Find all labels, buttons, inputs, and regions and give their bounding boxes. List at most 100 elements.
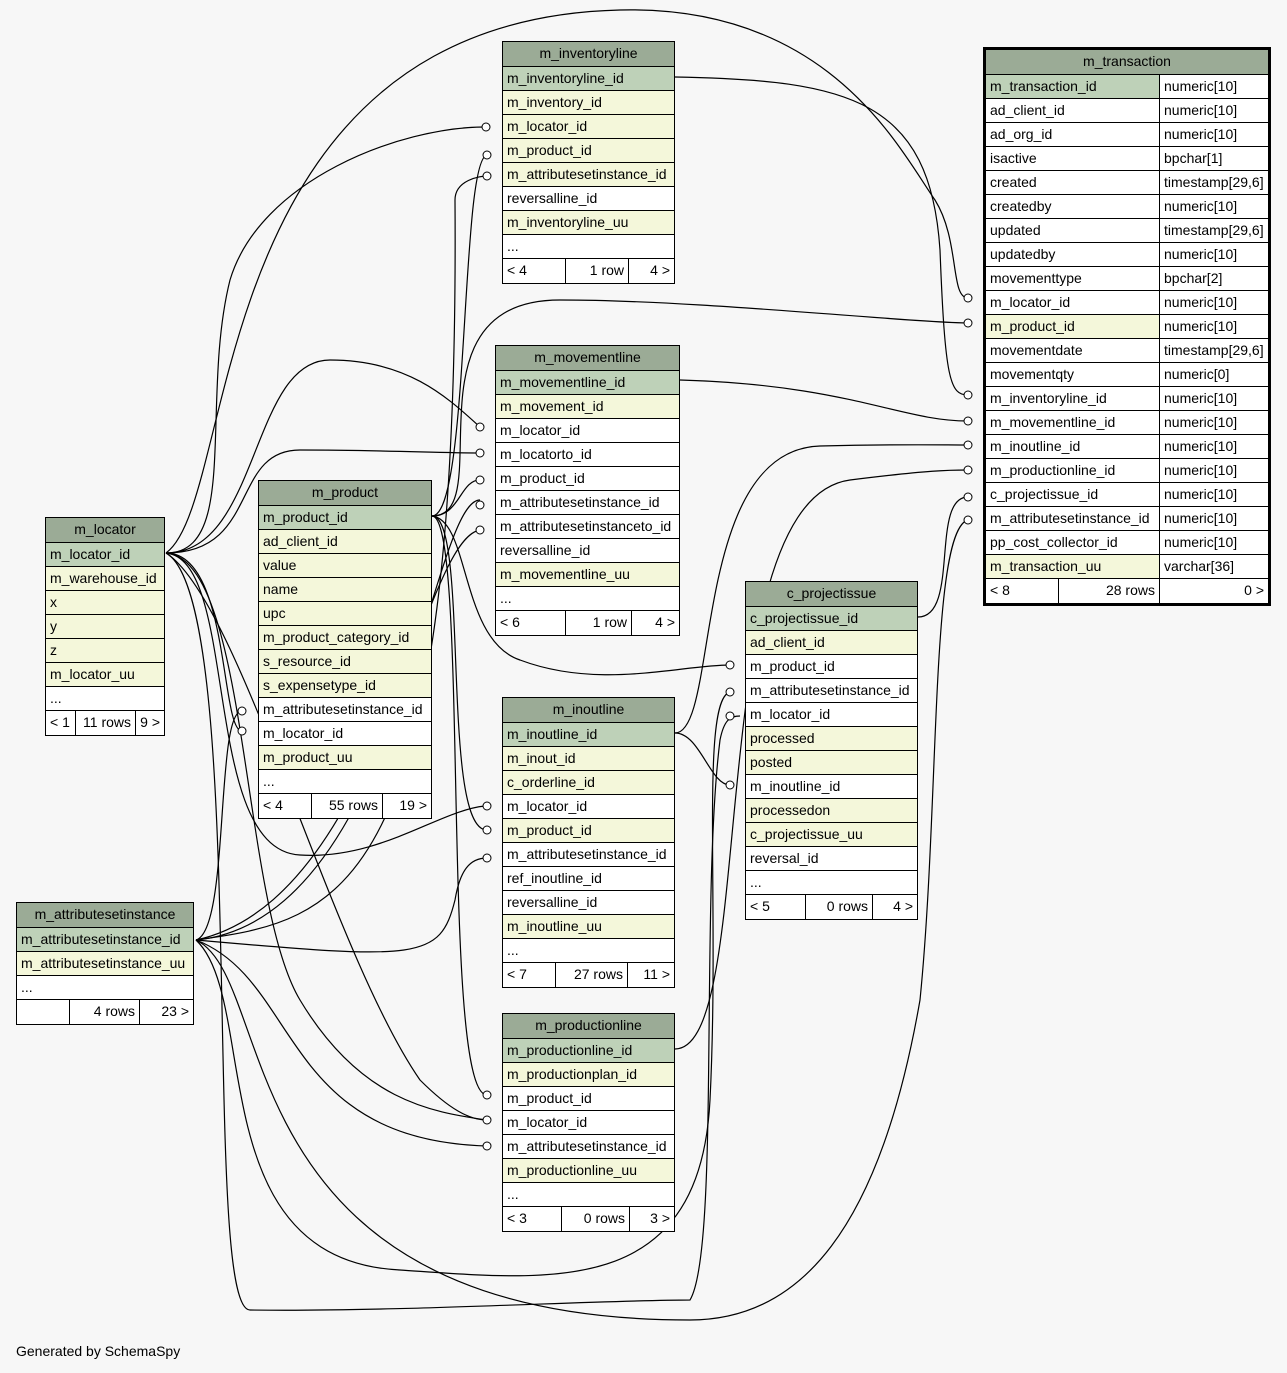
table-column-row[interactable]: m_inoutline_uu [503, 915, 674, 939]
children-link[interactable]: 3 > [629, 1207, 674, 1231]
table-title[interactable]: m_product [259, 481, 431, 506]
table-column-row[interactable]: ... [496, 587, 679, 611]
children-link[interactable]: 4 > [631, 611, 679, 635]
table-column-row[interactable]: m_attributesetinstance_id [503, 163, 674, 187]
table-column-row[interactable]: m_product_uu [259, 746, 431, 770]
table-column-row[interactable]: z [46, 639, 164, 663]
table-column-row[interactable]: m_attributesetinstance_id [259, 698, 431, 722]
table-column-row[interactable]: processedon [746, 799, 917, 823]
table-column-row[interactable]: m_inventory_id [503, 91, 674, 115]
table-column-row[interactable]: m_product_id [503, 819, 674, 843]
children-link[interactable]: 11 > [627, 963, 674, 987]
table-column-row[interactable]: m_inventoryline_id [503, 67, 674, 91]
table-column-row[interactable]: name [259, 578, 431, 602]
table-column-row[interactable]: m_locator_id [746, 703, 917, 727]
table-column-row[interactable]: c_projectissue_id [746, 607, 917, 631]
table-column-row[interactable]: m_attributesetinstance_id [496, 491, 679, 515]
table-column-row[interactable]: s_expensetype_id [259, 674, 431, 698]
table-column-row[interactable]: m_locator_id [46, 543, 164, 567]
parents-link[interactable]: < 4 [507, 262, 527, 278]
table-title[interactable]: m_productionline [503, 1014, 674, 1039]
table-column-row[interactable]: m_locator_uu [46, 663, 164, 687]
table-column-row[interactable]: m_inout_id [503, 747, 674, 771]
table-column-row[interactable]: m_locator_id [503, 1111, 674, 1135]
parents-link[interactable]: < 5 [750, 898, 770, 914]
table-column-row[interactable]: ad_client_id [259, 530, 431, 554]
table-column-row[interactable]: ... [503, 235, 674, 259]
table-column-row[interactable]: m_attributesetinstance_id [17, 928, 193, 952]
table-column-row[interactable]: m_product_id [503, 139, 674, 163]
children-link[interactable]: 9 > [135, 711, 164, 735]
table-column-row[interactable]: m_warehouse_id [46, 567, 164, 591]
table-title[interactable]: m_locator [46, 518, 164, 543]
table-column-row[interactable]: m_movement_id [496, 395, 679, 419]
table-column-row[interactable]: reversalline_id [503, 187, 674, 211]
table-column-row[interactable]: m_movementline_uu [496, 563, 679, 587]
children-link[interactable]: 19 > [382, 794, 431, 818]
table-column-row[interactable]: m_productionplan_id [503, 1063, 674, 1087]
table-column-row[interactable]: m_locator_id [503, 115, 674, 139]
table-column-row[interactable]: m_product_id [259, 506, 431, 530]
table-column-row[interactable]: ... [259, 770, 431, 794]
table-column-row[interactable]: ... [503, 1183, 674, 1207]
table-column-row[interactable]: m_attributesetinstance_id [746, 679, 917, 703]
table-column-row[interactable]: m_locator_id [259, 722, 431, 746]
table-column-row[interactable]: processed [746, 727, 917, 751]
table-title[interactable]: m_attributesetinstance [17, 903, 193, 928]
table-title[interactable]: m_inventoryline [503, 42, 674, 67]
table-title[interactable]: m_inoutline [503, 698, 674, 723]
parents-link[interactable] [17, 1000, 69, 1024]
table-column-row[interactable]: m_locator_id [503, 795, 674, 819]
parents-link[interactable]: < 4 [263, 797, 283, 813]
table-column-row[interactable]: y [46, 615, 164, 639]
table-column-row[interactable]: x [46, 591, 164, 615]
table-column-row[interactable]: m_product_id [746, 655, 917, 679]
children-link[interactable]: 4 > [628, 259, 674, 283]
table-column-row[interactable]: m_attributesetinstance_id [503, 1135, 674, 1159]
parents-link[interactable]: < 3 [507, 1210, 527, 1226]
table-column-row[interactable]: m_attributesetinstanceto_id [496, 515, 679, 539]
table-column-row[interactable]: m_product_id [503, 1087, 674, 1111]
children-link[interactable]: 23 > [139, 1000, 193, 1024]
table-column-row[interactable]: reversalline_id [496, 539, 679, 563]
table-column-row[interactable]: value [259, 554, 431, 578]
table-column-row[interactable]: m_productionline_uu [503, 1159, 674, 1183]
table-column-row[interactable]: m_product_id [496, 467, 679, 491]
table-column-row[interactable]: m_locator_id [496, 419, 679, 443]
table-title[interactable]: m_transaction [986, 50, 1268, 75]
table-title[interactable]: c_projectissue [746, 582, 917, 607]
table-column-row[interactable]: m_product_category_id [259, 626, 431, 650]
parents-link[interactable]: < 8 [990, 582, 1010, 598]
table-column-row[interactable]: m_locatorto_id [496, 443, 679, 467]
table-column-row[interactable]: reversalline_id [503, 891, 674, 915]
children-link[interactable]: 0 > [1159, 579, 1268, 603]
table-column-row[interactable]: ... [46, 687, 164, 711]
table-column-row[interactable]: m_inventoryline_uu [503, 211, 674, 235]
table-column-row[interactable]: ... [746, 871, 917, 895]
table-column-row[interactable]: reversal_id [746, 847, 917, 871]
